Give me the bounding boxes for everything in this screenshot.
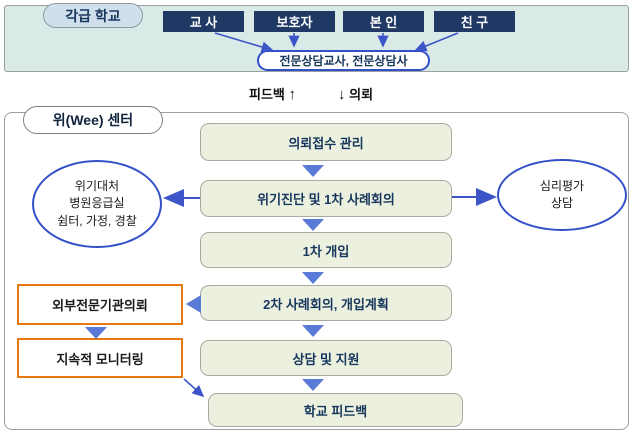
wee-center-label-text: 위(Wee) 센터 [52, 112, 134, 128]
crisis-response-text: 위기대처 병원응급실 쉼터, 가정, 경찰 [57, 178, 137, 228]
step-first-intervention-label: 1차 개입 [302, 243, 350, 259]
counselor-stadium: 전문상담교사, 전문상담사 [257, 50, 430, 71]
feedback-text: 피드백 [249, 87, 285, 102]
step-school-feedback-label: 학교 피드백 [303, 403, 368, 419]
step-referral-intake: 의뢰접수 관리 [200, 123, 452, 161]
source-box-teacher: 교 사 [163, 11, 244, 32]
counselor-stadium-label: 전문상담교사, 전문상담사 [279, 54, 408, 68]
psych-evaluation-text: 심리평가 상담 [539, 178, 585, 210]
step-counseling-support-label: 상담 및 지원 [292, 351, 360, 367]
external-agency-label: 외부전문기관의뢰 [52, 298, 148, 313]
feedback-label: 피드백 ↑ [249, 84, 296, 103]
source-box-self: 본 인 [343, 11, 424, 32]
psych-evaluation-ellipse: 심리평가 상담 [497, 159, 627, 231]
source-box-friend: 친 구 [434, 11, 515, 32]
source-box-self-label: 본 인 [369, 15, 398, 30]
step-referral-intake-label: 의뢰접수 관리 [288, 135, 364, 151]
arrow-up-icon: ↑ [288, 86, 297, 103]
external-agency-box: 외부전문기관의뢰 [17, 284, 183, 325]
source-box-guardian: 보호자 [254, 11, 335, 32]
school-band-label-text: 각급 학교 [65, 7, 121, 24]
step-counseling-support: 상담 및 지원 [200, 340, 452, 376]
request-text: 의뢰 [349, 87, 374, 102]
source-box-teacher-label: 교 사 [189, 15, 218, 30]
step-school-feedback: 학교 피드백 [208, 393, 463, 427]
step-crisis-diagnosis: 위기진단 및 1차 사례회의 [200, 180, 452, 217]
crisis-response-ellipse: 위기대처 병원응급실 쉼터, 가정, 경찰 [32, 160, 162, 248]
request-label: ↓ 의뢰 [338, 84, 373, 103]
step-first-intervention: 1차 개입 [200, 232, 452, 268]
wee-center-label: 위(Wee) 센터 [23, 106, 163, 134]
school-band-label: 각급 학교 [43, 3, 143, 28]
monitoring-box: 지속적 모니터링 [17, 338, 183, 378]
step-crisis-diagnosis-label: 위기진단 및 1차 사례회의 [257, 192, 395, 207]
arrow-down-icon: ↓ [338, 86, 346, 103]
source-box-friend-label: 친 구 [460, 15, 489, 30]
source-box-guardian-label: 보호자 [276, 15, 313, 30]
monitoring-label: 지속적 모니터링 [56, 351, 144, 367]
step-second-case-meeting: 2차 사례회의, 개입계획 [200, 285, 452, 321]
step-second-case-meeting-label: 2차 사례회의, 개입계획 [263, 296, 389, 312]
